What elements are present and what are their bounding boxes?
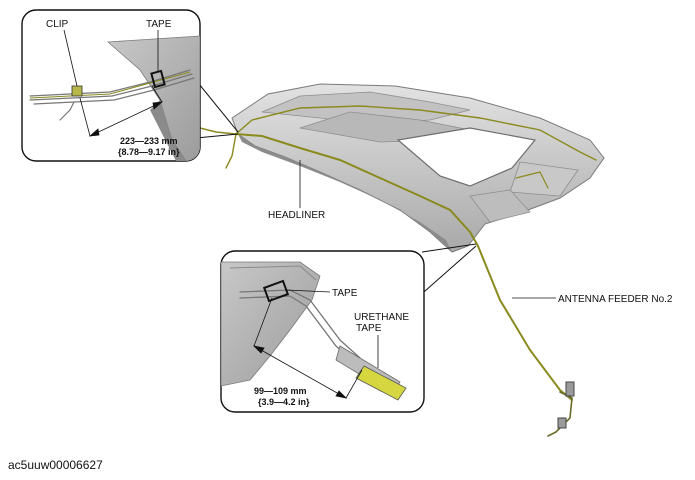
dimension-arrow-bottom: [252, 297, 363, 399]
feeder-end-bracket: [557, 381, 575, 429]
tape-label-bottom: TAPE: [332, 288, 358, 299]
tape-urethane-detail-inset: TAPE URETHANE TAPE 99—109 mm {3.9—4.2 in…: [220, 250, 425, 413]
headliner-label: HEADLINER: [268, 210, 325, 221]
urethane-label-line1: URETHANE: [354, 312, 409, 323]
dimension-mm-bottom: 99—109 mm: [254, 386, 307, 396]
figure-code: ac5uuw00006627: [8, 458, 103, 472]
urethane-label-line2: TAPE: [356, 323, 382, 334]
clip-tape-detail-inset: CLIP TAPE 223—233 mm {8.78—9.17 in}: [21, 9, 201, 162]
headliner-panel: [231, 83, 605, 253]
dimension-arrow-top: [79, 85, 164, 137]
dimension-mm-top: 223—233 mm: [120, 136, 178, 146]
clip-icon: [71, 85, 83, 97]
headliner-callout: HEADLINER: [268, 160, 325, 221]
tape-marker-bottom: [262, 279, 290, 303]
antenna-feeder-callout: ANTENNA FEEDER No.2: [512, 294, 673, 305]
dimension-in-top: {8.78—9.17 in}: [118, 147, 180, 157]
clip-label: CLIP: [46, 19, 69, 30]
urethane-tape-icon: [355, 365, 407, 401]
tape-label-top: TAPE: [146, 19, 172, 30]
tape-marker-top: [150, 69, 166, 89]
antenna-feeder-label: ANTENNA FEEDER No.2: [558, 294, 673, 305]
dimension-in-bottom: {3.9—4.2 in}: [258, 397, 310, 407]
